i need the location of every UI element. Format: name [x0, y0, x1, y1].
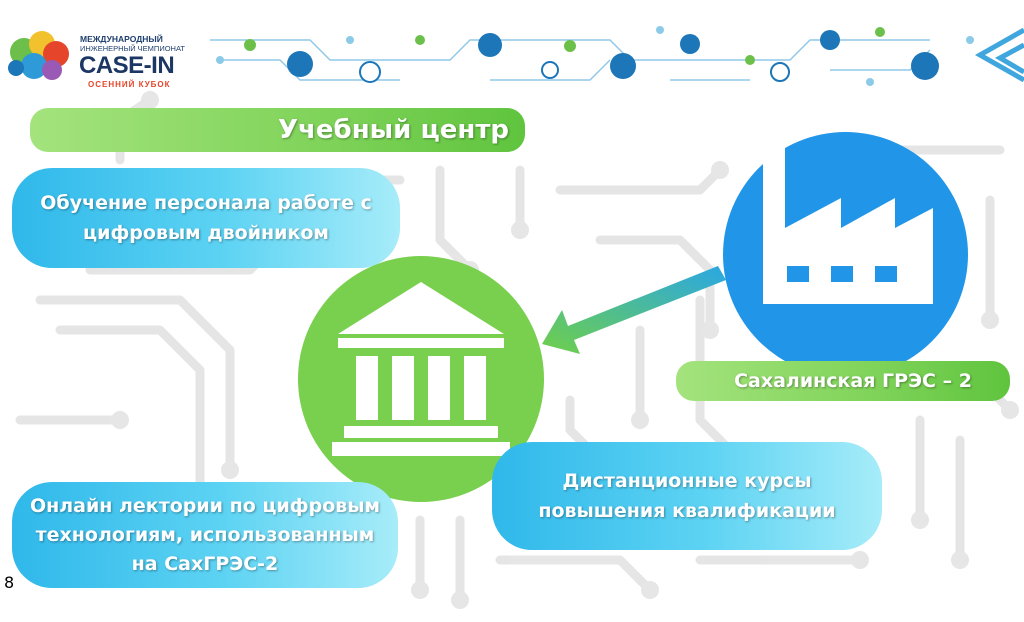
case-in-logo: МЕЖДУНАРОДНЫЙ ИНЖЕНЕРНЫЙ ЧЕМПИОНАТ CASE-…: [2, 18, 192, 98]
station-label: Сахалинская ГРЭС – 2: [676, 361, 1010, 401]
distance-courses-line-1: Дистанционные курсы: [562, 470, 812, 492]
logo-main-text: CASE-IN: [79, 52, 175, 79]
online-lectures-line-2: технологиям, использованным: [35, 523, 375, 546]
online-lectures-card: Онлайн лектории по цифровым технологиям,…: [12, 482, 398, 588]
logo-line-2: ИНЖЕНЕРНЫЙ ЧЕМПИОНАТ: [80, 44, 185, 53]
staff-training-line-2: цифровым двойником: [83, 222, 329, 244]
training-center-title: Учебный центр: [30, 108, 525, 152]
logo-subtitle: ОСЕННИЙ КУБОК: [88, 80, 171, 89]
logo-line-1: МЕЖДУНАРОДНЫЙ: [80, 34, 163, 44]
staff-training-line-1: Обучение персонала работе с: [40, 192, 372, 214]
distance-courses-card: Дистанционные курсы повышения квалификац…: [492, 442, 882, 550]
online-lectures-line-1: Онлайн лектории по цифровым: [29, 494, 381, 517]
distance-courses-line-2: повышения квалификации: [538, 500, 836, 522]
factory-icon: [723, 132, 968, 377]
university-icon: [298, 256, 544, 502]
staff-training-card: Обучение персонала работе с цифровым дво…: [12, 168, 400, 268]
arrow-icon: [542, 266, 726, 354]
online-lectures-line-3: на СахГРЭС-2: [131, 552, 279, 575]
header-circuit-decoration: [210, 26, 1024, 86]
page-number: 8: [4, 573, 15, 592]
brain-logo-icon: [8, 31, 69, 80]
